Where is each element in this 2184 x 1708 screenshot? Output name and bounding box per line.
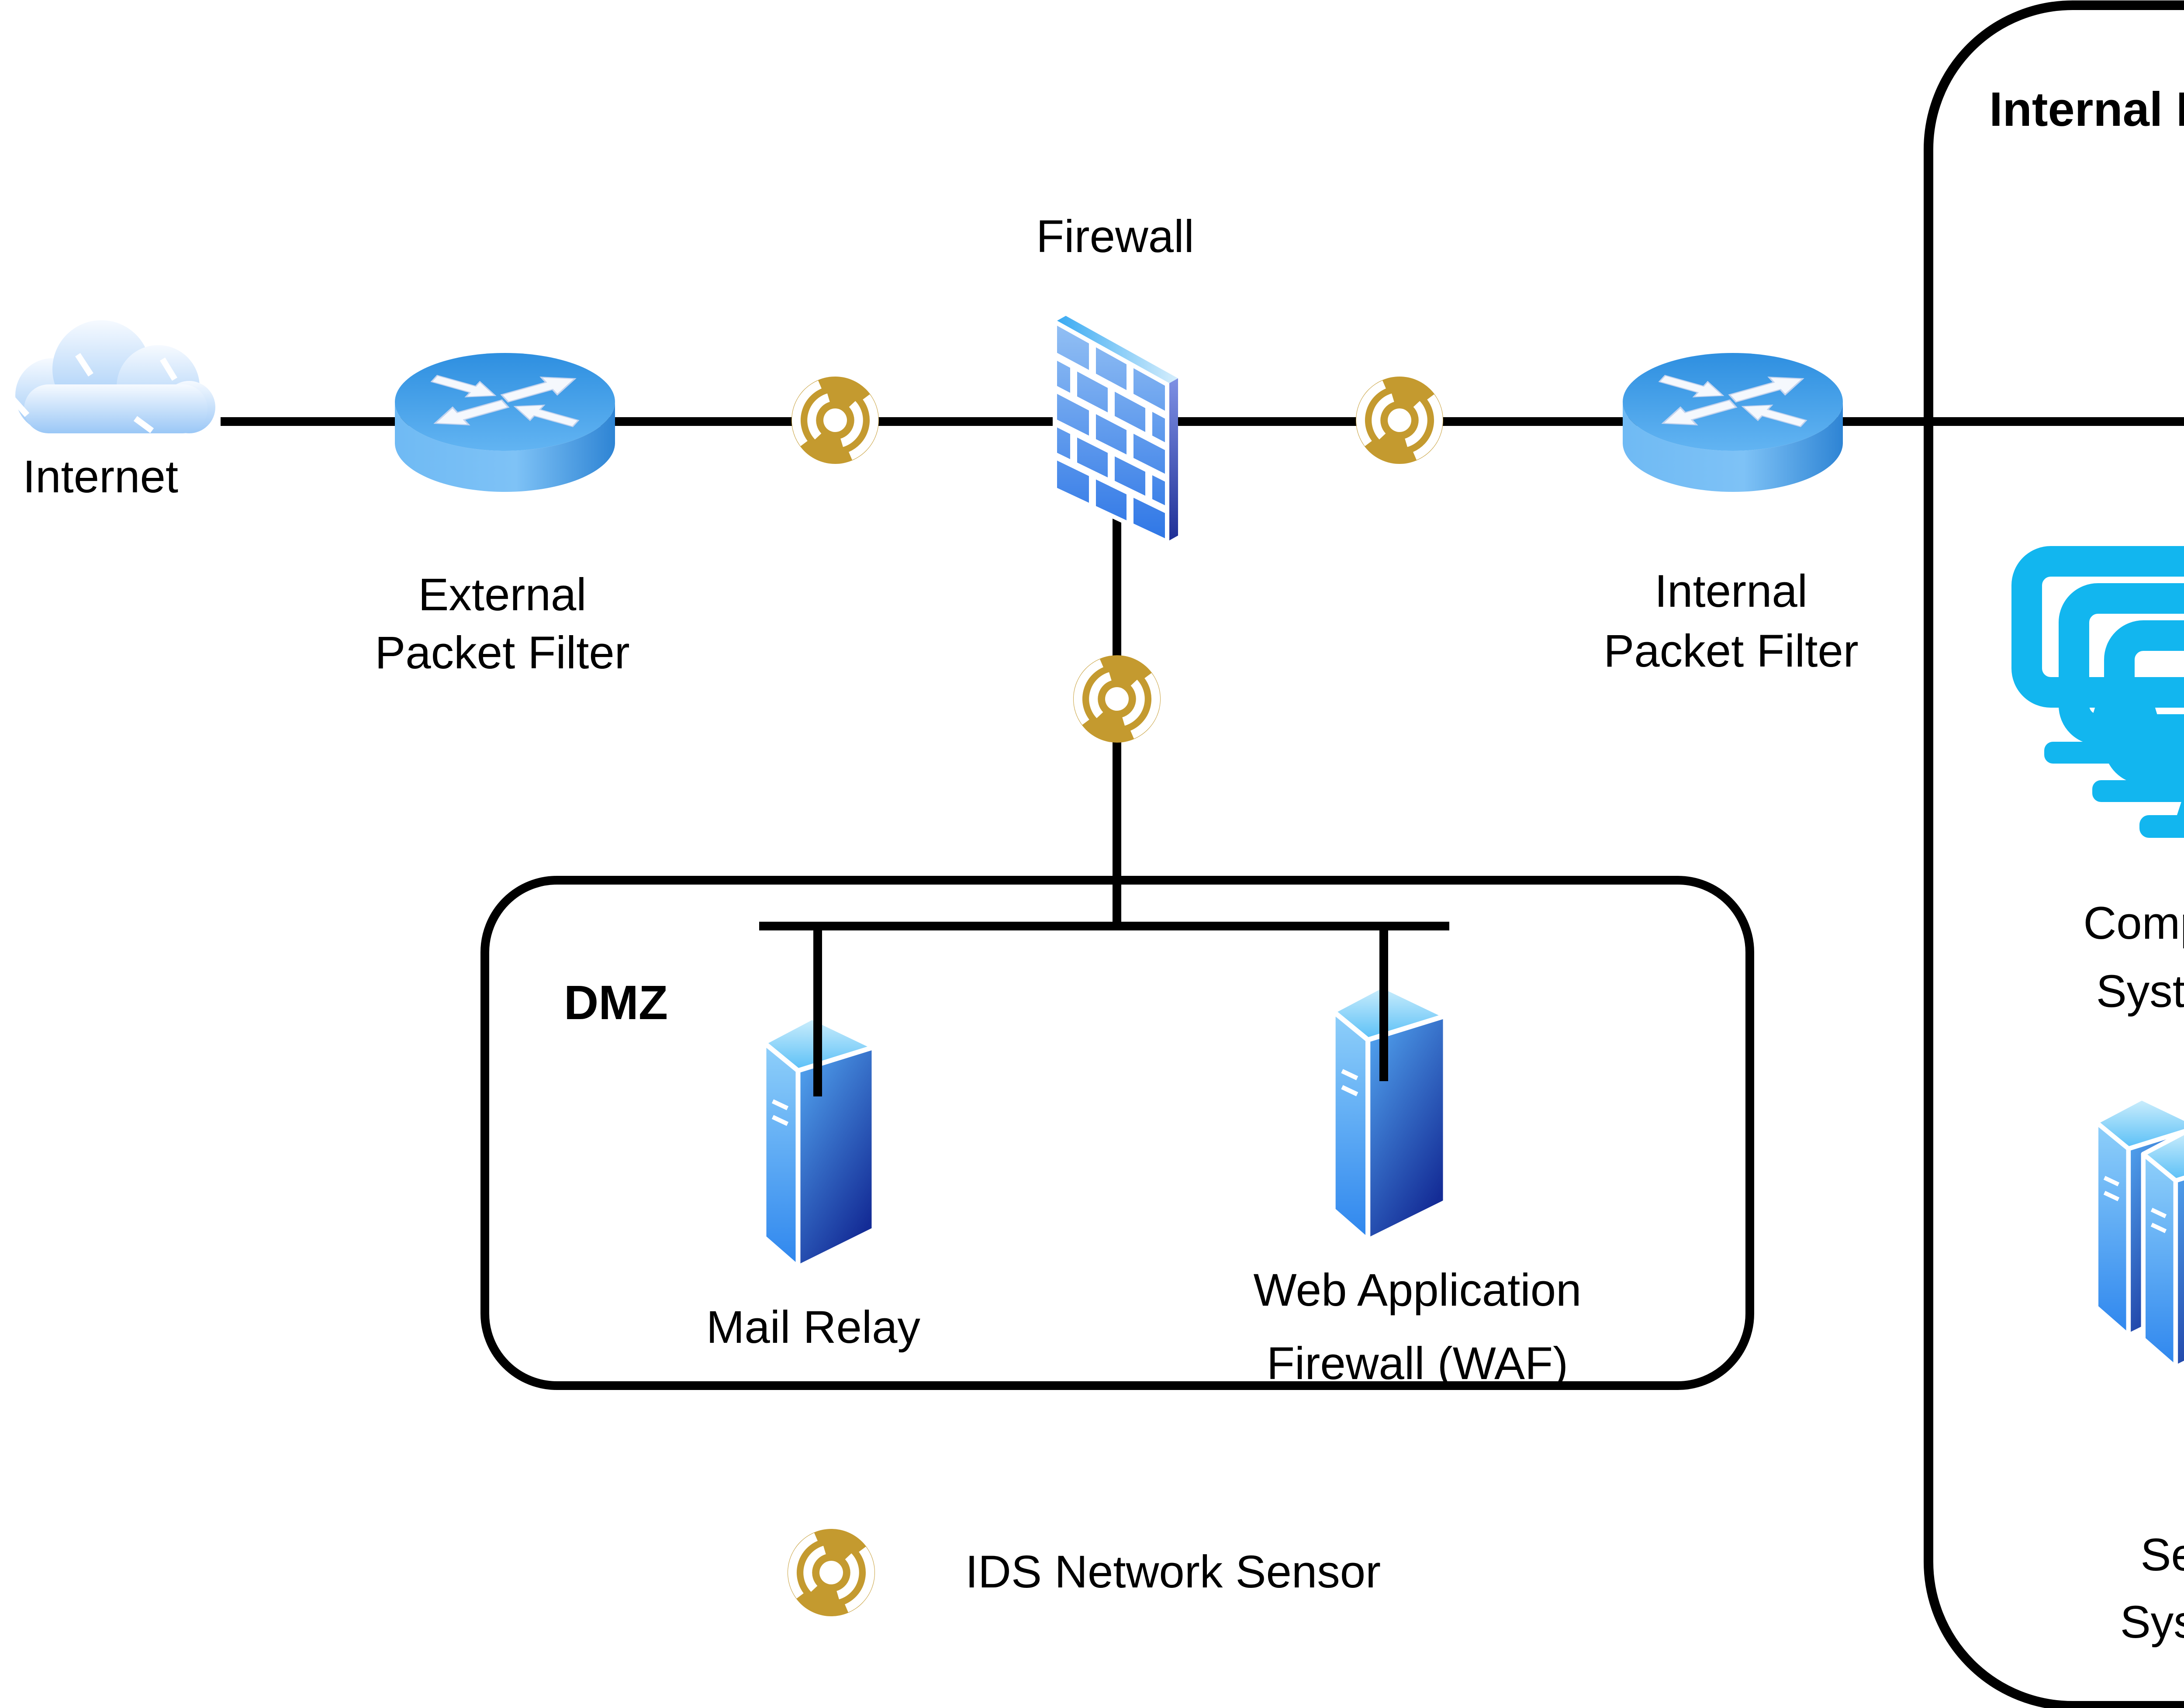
internal-network-zone [1924,0,2184,1708]
computer-monitors-icon [2011,546,2184,838]
waf-tower-icon [1333,985,1445,1240]
computer-systems-label-line1: Computer [2083,898,2184,949]
ids-sensor-icon-internal-link [1354,377,1445,464]
dmz-zone-title: DMZ [564,976,668,1030]
internal-packet-filter-label-line1: Internal [1655,566,1807,617]
server-towers-icon [2096,1098,2184,1417]
legend-ids-sensor-label: IDS Network Sensor [965,1546,1381,1597]
ids-sensor-icon-dmz-link [1071,655,1162,743]
dmz-zone [480,876,1754,1390]
firewall-label: Firewall [1036,211,1194,262]
internal-packet-filter-router-icon [1623,353,1843,492]
ids-sensor-icon-external-link [790,377,881,464]
cloud-icon [10,320,215,433]
ids-sensor-icon-legend [786,1529,877,1616]
server-systems-label-line2: Systems [2120,1597,2184,1648]
internal-packet-filter-label-line2: Packet Filter [1603,626,1859,677]
server-systems-label-line1: Server [2140,1529,2184,1580]
computer-systems-label-line2: Systems [2096,966,2184,1017]
external-packet-filter-label-line1: External [418,569,586,620]
waf-label-line2: Firewall (WAF) [1267,1338,1568,1389]
internet-label: Internet [23,451,178,502]
external-packet-filter-label-line2: Packet Filter [375,627,630,678]
internal-network-zone-title: Internal Network [1989,83,2184,136]
external-packet-filter-router-icon [395,353,615,492]
dmz-stubs [813,926,1388,1096]
mail-relay-label: Mail Relay [706,1302,921,1353]
firewall-brick-wall-icon [1053,316,1178,545]
waf-label-line1: Web Application [1253,1265,1581,1316]
